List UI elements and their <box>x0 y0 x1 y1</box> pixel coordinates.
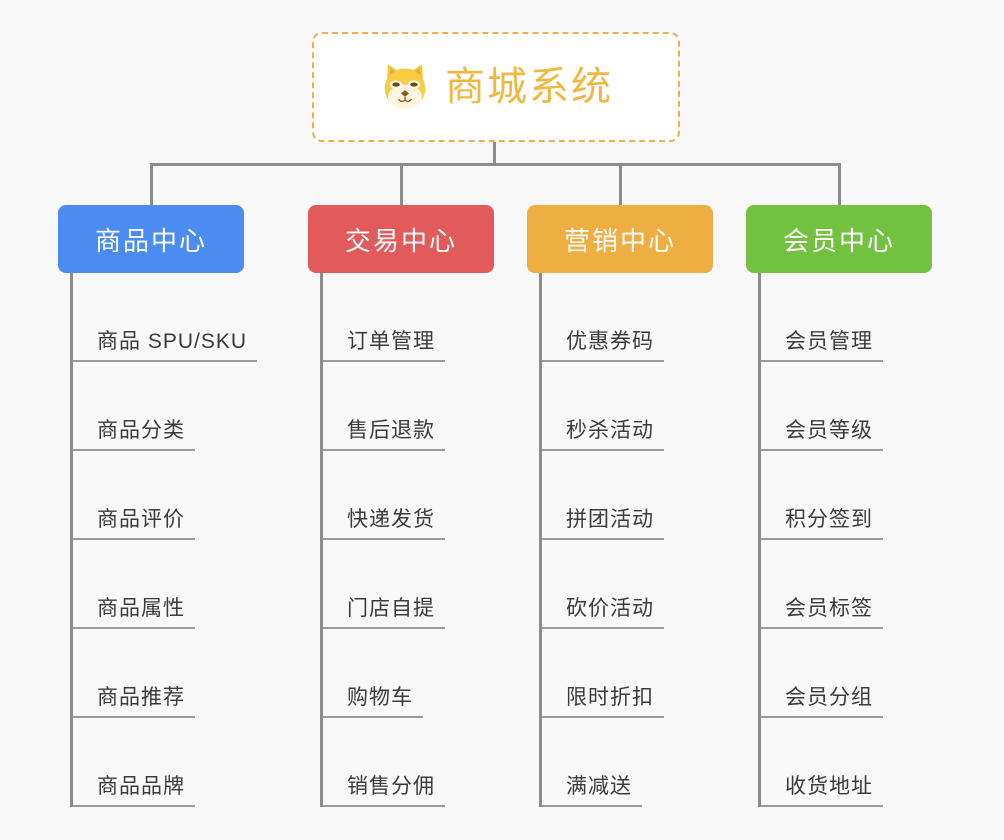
list-item[interactable]: 商品属性 <box>73 540 244 629</box>
branch-header-label: 商品中心 <box>94 225 207 256</box>
branch-header-2[interactable]: 交易中心 <box>308 205 494 273</box>
leaf-label: 积分签到 <box>761 507 883 540</box>
list-item[interactable]: 商品分类 <box>73 362 244 451</box>
shiba-dog-face-icon <box>379 61 431 113</box>
branch-column-1: 商品中心 商品 SPU/SKU 商品分类 商品评价 商品属性 商品推荐 商品品牌 <box>58 205 258 807</box>
list-item[interactable]: 满减送 <box>542 718 713 807</box>
list-item[interactable]: 快递发货 <box>323 451 494 540</box>
leaf-label: 商品属性 <box>73 596 195 629</box>
list-item[interactable]: 商品推荐 <box>73 629 244 718</box>
leaf-list-1: 商品 SPU/SKU 商品分类 商品评价 商品属性 商品推荐 商品品牌 <box>70 273 258 807</box>
list-item[interactable]: 限时折扣 <box>542 629 713 718</box>
branch-column-2: 交易中心 订单管理 售后退款 快递发货 门店自提 购物车 销售分佣 <box>308 205 494 807</box>
list-item[interactable]: 优惠券码 <box>542 273 713 362</box>
branch-header-4[interactable]: 会员中心 <box>746 205 932 273</box>
leaf-label: 会员标签 <box>761 596 883 629</box>
leaf-label: 拼团活动 <box>542 507 664 540</box>
root-title: 商城系统 <box>445 65 613 109</box>
list-item[interactable]: 商品评价 <box>73 451 244 540</box>
leaf-label: 订单管理 <box>323 329 445 362</box>
branch-header-label: 营销中心 <box>563 225 676 256</box>
leaf-label: 销售分佣 <box>323 774 445 807</box>
list-item[interactable]: 收货地址 <box>761 718 932 807</box>
leaf-label: 商品 SPU/SKU <box>73 329 258 362</box>
branch-header-label: 会员中心 <box>782 225 895 256</box>
list-item[interactable]: 门店自提 <box>323 540 494 629</box>
list-item[interactable]: 商品品牌 <box>73 718 244 807</box>
list-item[interactable]: 拼团活动 <box>542 451 713 540</box>
list-item[interactable]: 订单管理 <box>323 273 494 362</box>
list-item[interactable]: 售后退款 <box>323 362 494 451</box>
connector-drop-3 <box>619 163 622 205</box>
leaf-label: 砍价活动 <box>542 596 664 629</box>
leaf-label: 售后退款 <box>323 418 445 451</box>
branch-column-3: 营销中心 优惠券码 秒杀活动 拼团活动 砍价活动 限时折扣 满减送 <box>527 205 713 807</box>
branch-header-label: 交易中心 <box>344 225 457 256</box>
leaf-label: 商品评价 <box>73 507 195 540</box>
branch-header-1[interactable]: 商品中心 <box>58 205 244 273</box>
leaf-label: 会员管理 <box>761 329 883 362</box>
leaf-list-3: 优惠券码 秒杀活动 拼团活动 砍价活动 限时折扣 满减送 <box>539 273 713 807</box>
list-item[interactable]: 会员管理 <box>761 273 932 362</box>
list-item[interactable]: 会员标签 <box>761 540 932 629</box>
list-item[interactable]: 砍价活动 <box>542 540 713 629</box>
list-item[interactable]: 秒杀活动 <box>542 362 713 451</box>
list-item[interactable]: 购物车 <box>323 629 494 718</box>
list-item[interactable]: 销售分佣 <box>323 718 494 807</box>
leaf-label: 门店自提 <box>323 596 445 629</box>
leaf-label: 会员分组 <box>761 685 883 718</box>
branch-header-3[interactable]: 营销中心 <box>527 205 713 273</box>
leaf-label: 商品分类 <box>73 418 195 451</box>
leaf-label: 会员等级 <box>761 418 883 451</box>
leaf-label: 快递发货 <box>323 507 445 540</box>
branch-column-4: 会员中心 会员管理 会员等级 积分签到 会员标签 会员分组 收货地址 <box>746 205 932 807</box>
root-node[interactable]: 商城系统 <box>312 32 680 142</box>
leaf-label: 优惠券码 <box>542 329 664 362</box>
leaf-list-2: 订单管理 售后退款 快递发货 门店自提 购物车 销售分佣 <box>320 273 494 807</box>
leaf-label: 满减送 <box>542 774 642 807</box>
connector-root-stem <box>493 142 496 165</box>
leaf-label: 商品品牌 <box>73 774 195 807</box>
list-item[interactable]: 商品 SPU/SKU <box>73 273 258 362</box>
leaf-label: 购物车 <box>323 685 423 718</box>
leaf-label: 收货地址 <box>761 774 883 807</box>
leaf-label: 限时折扣 <box>542 685 664 718</box>
leaf-list-4: 会员管理 会员等级 积分签到 会员标签 会员分组 收货地址 <box>758 273 932 807</box>
list-item[interactable]: 积分签到 <box>761 451 932 540</box>
leaf-label: 商品推荐 <box>73 685 195 718</box>
connector-drop-4 <box>838 163 841 205</box>
connector-drop-1 <box>150 163 153 205</box>
list-item[interactable]: 会员等级 <box>761 362 932 451</box>
leaf-label: 秒杀活动 <box>542 418 664 451</box>
list-item[interactable]: 会员分组 <box>761 629 932 718</box>
connector-horizontal-bus <box>150 163 841 166</box>
connector-drop-2 <box>400 163 403 205</box>
